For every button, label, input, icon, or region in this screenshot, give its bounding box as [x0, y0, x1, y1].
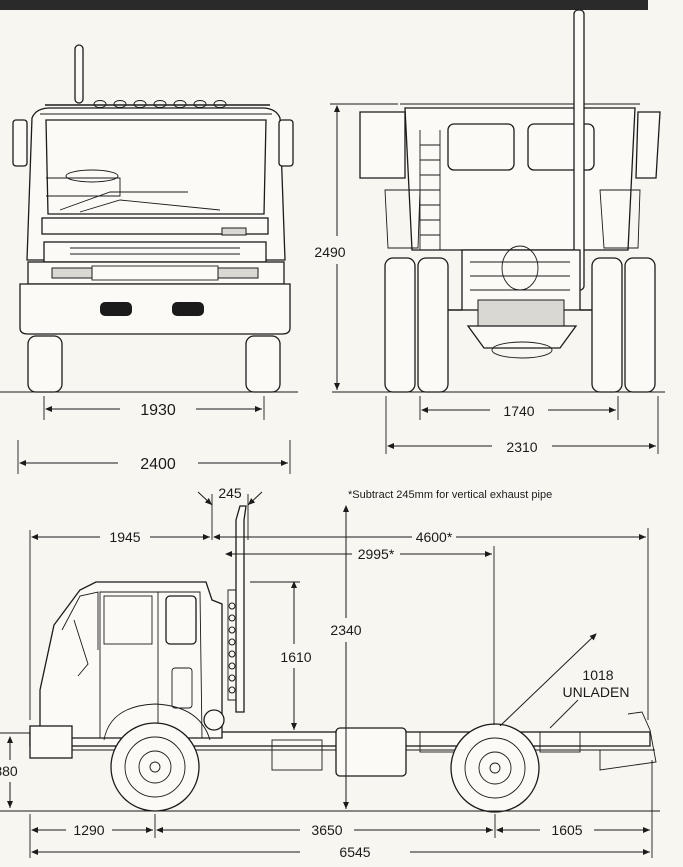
- top-rule: [0, 0, 648, 10]
- dimension-1740: 1740: [419, 396, 619, 420]
- footnote: *Subtract 245mm for vertical exhaust pip…: [348, 489, 552, 501]
- rear-overhang-label: 1605: [551, 822, 582, 838]
- cab-to-end-label: 4600*: [416, 529, 453, 545]
- cab-height-label: 2340: [330, 622, 361, 638]
- dimension-880: 880: [0, 732, 30, 808]
- track-width-label: 1930: [140, 402, 176, 419]
- dimension-2340: 2340: [330, 505, 362, 809]
- dimension-1945: 1945: [29, 529, 210, 720]
- ground-to-frame-label: 880: [0, 763, 18, 779]
- rear-view-drawing: [332, 9, 665, 393]
- exhaust-offset-label: 245: [218, 485, 242, 501]
- dimension-1018: 1018 UNLADEN: [499, 633, 630, 729]
- dimension-1290: 1290: [29, 814, 156, 858]
- height-label: 2490: [314, 244, 345, 260]
- dimension-245: 245: [197, 485, 263, 540]
- rear-track-label: 1740: [503, 403, 534, 419]
- front-to-cab-back-label: 1945: [109, 529, 140, 545]
- dimension-2490: 2490: [314, 103, 398, 390]
- front-overhang-label: 1290: [73, 822, 104, 838]
- dimension-1930: 1930: [43, 396, 265, 420]
- rear-width-label: 2310: [506, 439, 537, 455]
- dimension-2995: 2995*: [225, 546, 495, 725]
- dimension-1605: 1605: [496, 760, 653, 858]
- side-view-drawing: [0, 505, 660, 813]
- dimension-6545: 6545: [31, 844, 650, 860]
- front-view-drawing: [0, 44, 298, 393]
- dimension-2400: 2400: [17, 440, 291, 474]
- frame-height-label: UNLADEN: [563, 684, 630, 700]
- dimension-4600: 4600*: [213, 528, 649, 720]
- overall-width-label: 2400: [140, 456, 176, 473]
- wheelbase-label: 3650: [311, 822, 342, 838]
- dimension-3650: 3650: [156, 814, 496, 838]
- dimension-2310: 2310: [385, 396, 659, 455]
- overall-length-label: 6545: [339, 844, 370, 860]
- cab-to-axle-label: 2995*: [358, 546, 395, 562]
- cab-height-above-frame-label: 1610: [280, 649, 311, 665]
- dimension-1610: 1610: [250, 581, 312, 730]
- frame-height-value: 1018: [582, 667, 613, 683]
